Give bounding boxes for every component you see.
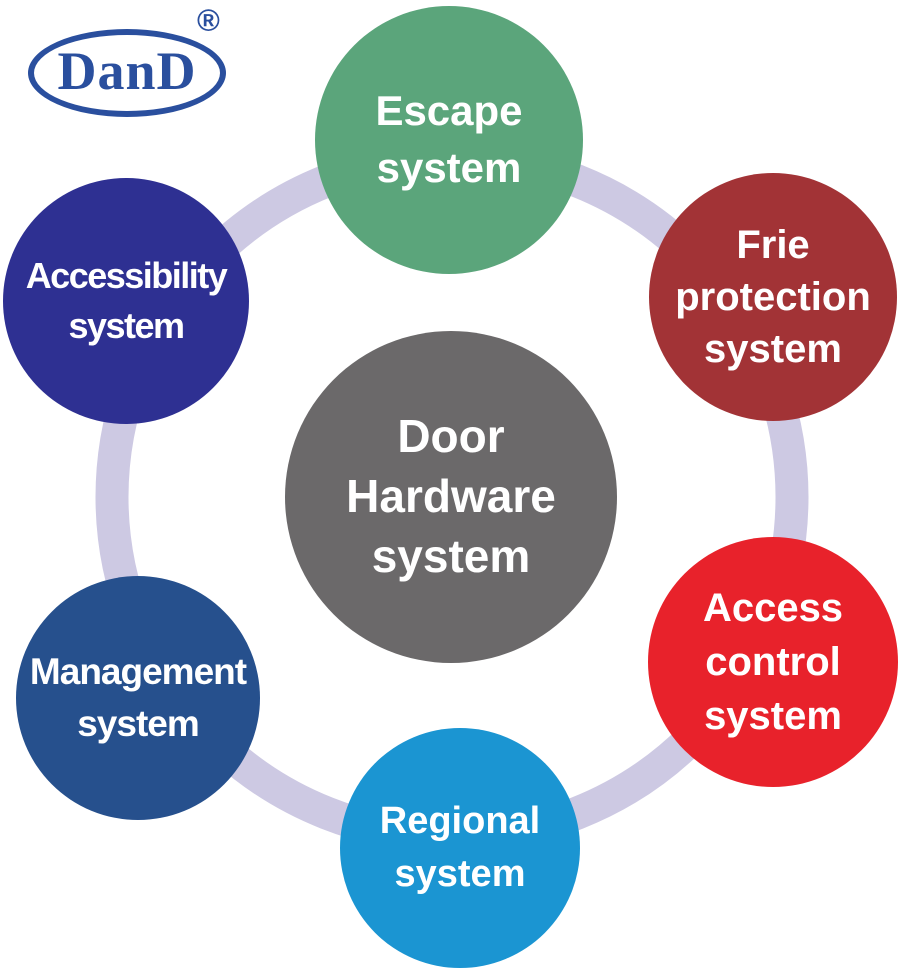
node-label: Accessibility system	[25, 254, 228, 346]
node-label: Regional system	[379, 799, 541, 895]
node-access-control-system: Access control system	[648, 537, 898, 787]
node-escape-system: Escape system	[315, 6, 583, 274]
node-label: Management system	[29, 651, 247, 744]
brand-logo: DanD ®	[28, 5, 226, 117]
node-accessibility-system: Accessibility system	[3, 178, 249, 424]
logo-ellipse: DanD	[28, 29, 226, 117]
node-door-hardware-system: Door Hardware system	[285, 331, 617, 663]
registered-trademark-icon: ®	[197, 3, 220, 38]
node-label: Door Hardware system	[346, 410, 556, 582]
node-management-system: Management system	[16, 576, 260, 820]
logo-text: DanD	[57, 41, 197, 101]
node-fire-protection-system: Frie protection system	[649, 173, 897, 421]
node-regional-system: Regional system	[340, 728, 580, 968]
node-label: Frie protection system	[675, 223, 871, 371]
node-label: Escape system	[375, 87, 523, 191]
node-label: Access control system	[702, 586, 844, 738]
